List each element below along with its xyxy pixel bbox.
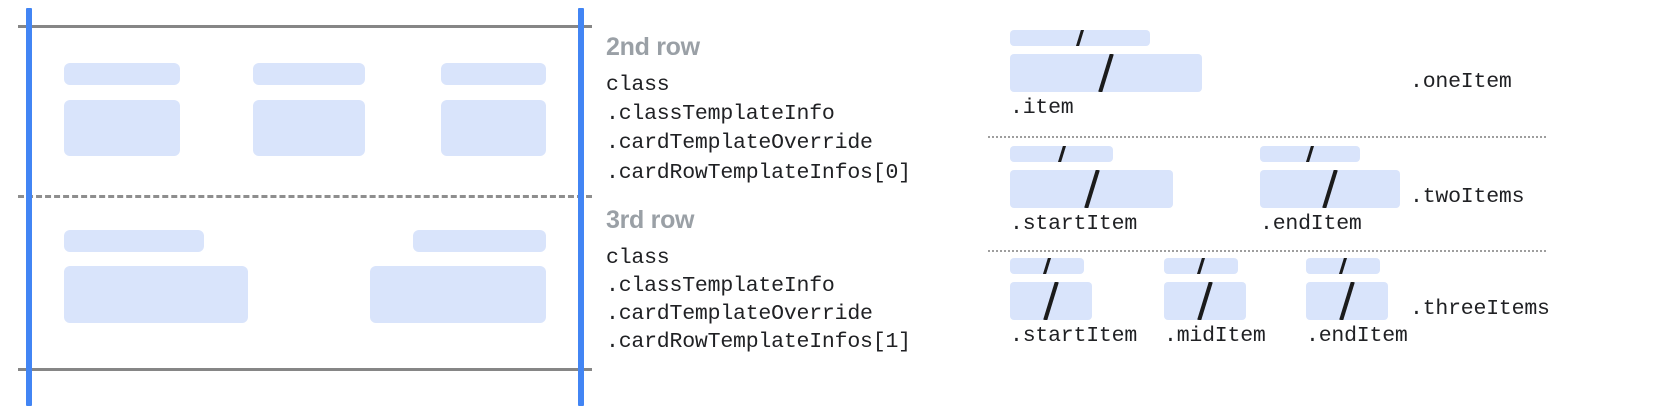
three-items-mid-slot-label: .midItem	[1164, 324, 1266, 348]
row2-slot2-value-placeholder	[253, 100, 365, 156]
variant-label-two-items: .twoItems	[1410, 185, 1525, 209]
slash-icon	[1056, 146, 1067, 162]
three-items-end-value-placeholder	[1306, 282, 1388, 320]
variant-label-three-items: .threeItems	[1410, 297, 1550, 321]
three-items-slot-end: .endItem	[1306, 258, 1408, 348]
three-items-mid-label-placeholder	[1164, 258, 1238, 274]
row2-slot1-label-placeholder	[64, 63, 180, 85]
two-items-slot-start: .startItem	[1010, 146, 1173, 236]
card-right-edge-marker	[578, 8, 584, 406]
three-items-slot-start: .startItem	[1010, 258, 1137, 348]
two-items-end-value-placeholder	[1260, 170, 1400, 208]
two-items-start-slot-label: .startItem	[1010, 212, 1138, 236]
one-item-label-placeholder	[1010, 30, 1150, 46]
one-item-slot-label: .item	[1010, 96, 1074, 120]
slash-icon	[1322, 170, 1338, 208]
slash-icon	[1196, 258, 1206, 274]
two-items-start-value-placeholder	[1010, 170, 1173, 208]
variant-divider-2	[988, 250, 1546, 252]
card-row-preview	[0, 0, 592, 412]
row2-code-line-4: .cardRowTemplateInfos[0]	[606, 161, 911, 185]
row2-code-line-2: .classTemplateInfo	[606, 102, 835, 126]
row3-code-line-2: .classTemplateInfo	[606, 274, 835, 298]
slash-icon	[1197, 282, 1213, 320]
card-row-divider	[18, 195, 592, 198]
two-items-end-label-placeholder	[1260, 146, 1360, 162]
class-annotation-column: 2nd row class .classTemplateInfo .cardTe…	[598, 0, 978, 412]
one-item-slot-item: .item	[1010, 30, 1202, 120]
card-bottom-boundary-line	[18, 368, 592, 371]
row2-code-line-3: .cardTemplateOverride	[606, 131, 873, 155]
slash-icon	[1083, 170, 1100, 208]
row3-slot2-label-placeholder	[413, 230, 546, 252]
row2-slot3-value-placeholder	[441, 100, 546, 156]
row3-slot1-label-placeholder	[64, 230, 204, 252]
slash-icon	[1042, 258, 1052, 274]
row-title-2nd-row: 2nd row	[606, 33, 700, 61]
row3-code-line-3: .cardTemplateOverride	[606, 302, 873, 326]
one-item-value-placeholder	[1010, 54, 1202, 92]
two-items-slot-end: .endItem	[1260, 146, 1400, 236]
variant-label-one-item: .oneItem	[1410, 70, 1512, 94]
card-left-edge-marker	[26, 8, 32, 406]
three-items-start-value-placeholder	[1010, 282, 1092, 320]
card-top-boundary-line	[18, 25, 592, 28]
slash-icon	[1043, 282, 1059, 320]
row2-slot3-label-placeholder	[441, 63, 546, 85]
row-title-3rd-row: 3rd row	[606, 206, 695, 234]
row2-slot2-label-placeholder	[253, 63, 365, 85]
three-items-start-slot-label: .startItem	[1010, 324, 1138, 348]
three-items-mid-value-placeholder	[1164, 282, 1246, 320]
two-items-end-slot-label: .endItem	[1260, 212, 1362, 236]
variant-divider-1	[988, 136, 1546, 138]
three-items-start-label-placeholder	[1010, 258, 1084, 274]
slash-icon	[1338, 258, 1348, 274]
slash-icon	[1339, 282, 1355, 320]
row2-slot1-value-placeholder	[64, 100, 180, 156]
row3-slot2-value-placeholder	[370, 266, 546, 323]
three-items-slot-mid: .midItem	[1164, 258, 1266, 348]
three-items-end-slot-label: .endItem	[1306, 324, 1408, 348]
row3-slot1-value-placeholder	[64, 266, 248, 323]
slash-icon	[1075, 30, 1085, 46]
three-items-end-label-placeholder	[1306, 258, 1380, 274]
item-variant-column: .item .oneItem .startItem .endItem .twoI…	[988, 0, 1676, 412]
row3-code-line-4: .cardRowTemplateInfos[1]	[606, 330, 911, 354]
row2-code-line-1: class	[606, 73, 670, 97]
row3-code-line-1: class	[606, 246, 670, 270]
slash-icon	[1098, 54, 1114, 92]
slash-icon	[1305, 146, 1315, 162]
two-items-start-label-placeholder	[1010, 146, 1113, 162]
